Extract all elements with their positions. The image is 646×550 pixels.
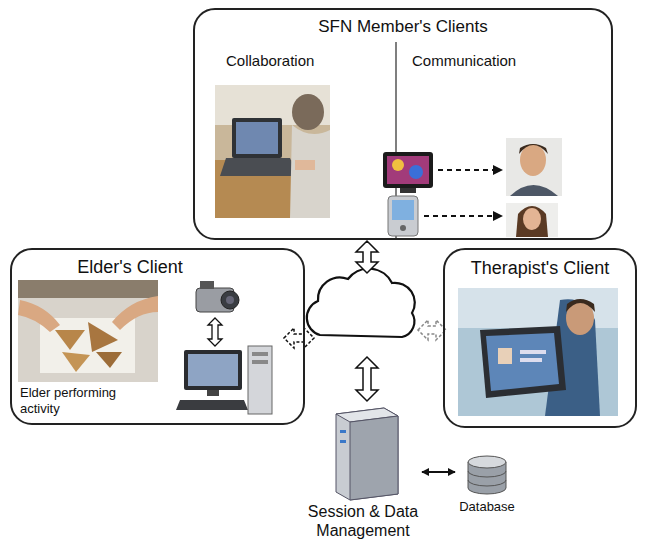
node-title: Therapist's Client: [443, 258, 637, 280]
dashed-arrow: [424, 215, 495, 217]
connector-arrow: [422, 471, 455, 473]
network-cloud: [307, 269, 415, 337]
client-group-box: Elder's ClientElder performing activity: [10, 248, 305, 425]
collaboration-photo: [215, 85, 330, 218]
photo-caption: Elder performing activity: [20, 385, 158, 416]
double-arrow: [208, 318, 222, 346]
activity-photo: [18, 280, 158, 382]
therapist-photo: [458, 288, 618, 416]
arrow-head: [493, 165, 503, 175]
client-group-box: Therapist's Client: [443, 248, 637, 428]
node-title: Database: [455, 499, 519, 515]
section-label: Communication: [412, 52, 516, 70]
double-arrow: [356, 357, 378, 401]
man-photo: [506, 138, 562, 196]
server-icon: [336, 408, 398, 500]
node-title: SFN Member's Clients: [193, 17, 613, 37]
double-arrow: [284, 328, 314, 348]
woman-photo: [506, 203, 558, 237]
node-title: Elder's Client: [40, 257, 220, 279]
client-group-box: SFN Member's Clients: [193, 8, 613, 240]
double-arrow: [418, 320, 446, 340]
node-title: Session & Data Management: [304, 502, 422, 540]
section-label: Collaboration: [226, 52, 314, 70]
computer-icon: [176, 346, 272, 414]
database-icon: [468, 456, 506, 494]
database-node: Database: [455, 450, 519, 522]
tv-icon: [383, 152, 433, 193]
camera-icon: [196, 281, 239, 312]
server-node: Session & Data Management: [304, 403, 422, 548]
arrow-head: [493, 211, 503, 221]
pda-icon: [388, 196, 418, 236]
double-arrow: [356, 241, 378, 273]
dashed-arrow: [438, 169, 495, 171]
